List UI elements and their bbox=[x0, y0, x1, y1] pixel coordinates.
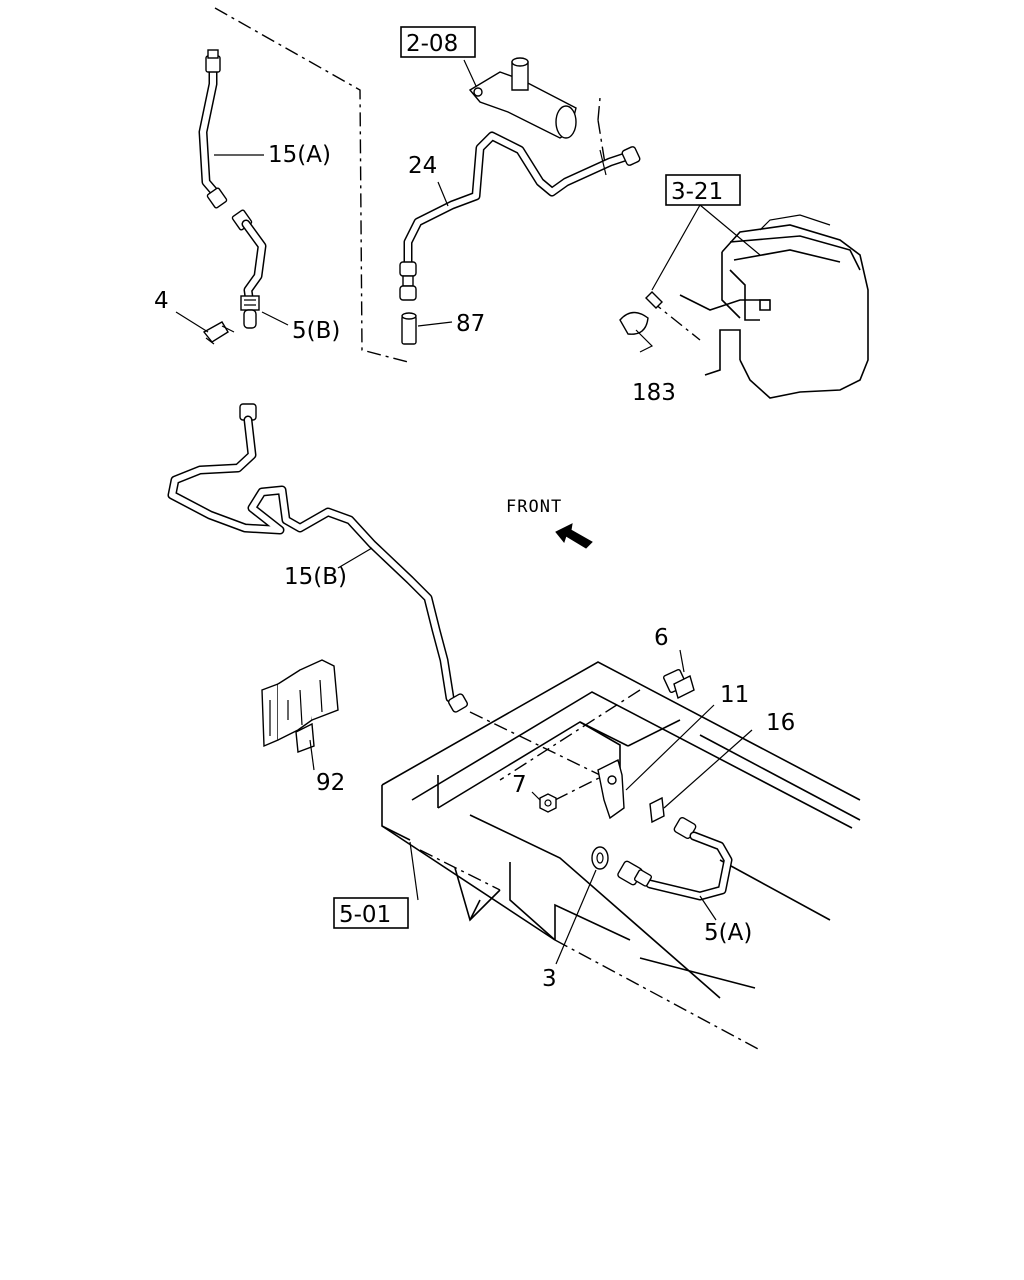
callout-5a: 5(A) bbox=[704, 920, 752, 946]
callout-labels: 15(A) 24 4 5(B) 87 183 15(B) 6 11 16 7 9… bbox=[154, 142, 795, 992]
reference-box-2-08: 2-08 bbox=[400, 26, 476, 58]
leader-upper-pipe bbox=[214, 7, 409, 363]
bolt-6 bbox=[662, 668, 695, 700]
callout-87: 87 bbox=[456, 311, 485, 337]
leader-clutch-cylinder bbox=[597, 97, 607, 171]
reference-label-2-08: 2-08 bbox=[406, 31, 458, 57]
pipe-24 bbox=[399, 131, 641, 301]
callout-15b: 15(B) bbox=[284, 564, 347, 590]
pipe-15a bbox=[198, 49, 267, 310]
nut-7 bbox=[539, 793, 557, 813]
callout-15a: 15(A) bbox=[268, 142, 331, 168]
hose-5b bbox=[240, 295, 260, 329]
hose-5a bbox=[617, 816, 733, 901]
front-arrow bbox=[555, 523, 593, 549]
callout-92: 92 bbox=[316, 770, 345, 796]
clip-4 bbox=[202, 321, 235, 345]
reference-box-3-21: 3-21 bbox=[665, 174, 741, 206]
callout-16: 16 bbox=[766, 710, 795, 736]
pipe-15b bbox=[167, 403, 469, 713]
leader-bolt bbox=[499, 689, 641, 781]
callout-leaders bbox=[175, 59, 761, 965]
callout-5b: 5(B) bbox=[292, 318, 340, 344]
washer-3 bbox=[591, 846, 609, 870]
leader-tank bbox=[649, 299, 701, 341]
callout-183: 183 bbox=[632, 380, 676, 406]
chassis-frame bbox=[381, 661, 861, 1051]
clutch-master-cylinder bbox=[468, 57, 577, 139]
reference-box-5-01: 5-01 bbox=[333, 897, 409, 929]
callout-4: 4 bbox=[154, 288, 169, 314]
callout-7: 7 bbox=[512, 772, 527, 798]
clamp-92 bbox=[261, 659, 339, 753]
reservoir-tank bbox=[619, 214, 869, 399]
leader-nut bbox=[554, 774, 606, 801]
callout-24: 24 bbox=[408, 153, 437, 179]
clip-16 bbox=[649, 796, 665, 824]
sleeve-87 bbox=[401, 312, 417, 345]
callout-11: 11 bbox=[720, 682, 749, 708]
leader-pipe-to-bracket bbox=[469, 711, 601, 776]
callout-6: 6 bbox=[654, 625, 669, 651]
reference-label-5-01: 5-01 bbox=[339, 902, 391, 928]
reference-label-3-21: 3-21 bbox=[671, 179, 723, 205]
front-label: FRONT bbox=[506, 497, 562, 517]
callout-3: 3 bbox=[542, 966, 557, 992]
bracket-11 bbox=[597, 758, 625, 820]
